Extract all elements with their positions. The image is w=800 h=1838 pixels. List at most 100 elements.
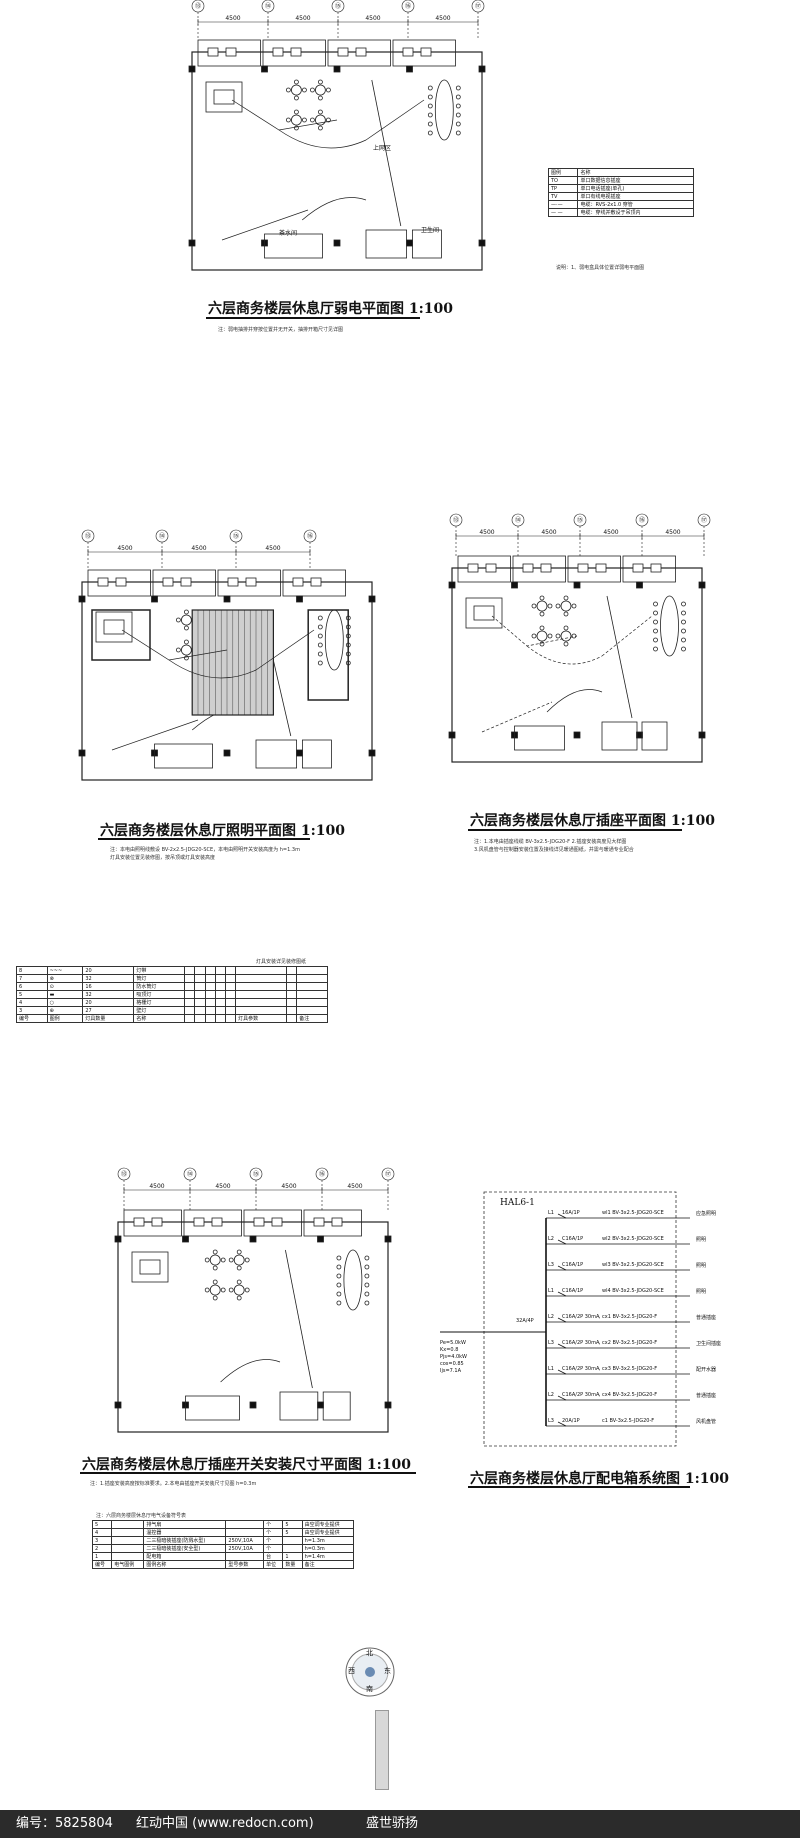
panel-breaker-symbol [557, 1343, 567, 1349]
desk [595, 563, 607, 573]
socket-legend-cell: 图例名称 [143, 1560, 227, 1569]
dimension-label: 4500 [347, 1183, 362, 1190]
chair [563, 625, 569, 631]
round-table [209, 1284, 221, 1296]
socket-note-2: 3.风机盘管与控制器安装位置及接线详见暖通图纸，并需与暖通专业配合 [474, 847, 634, 853]
round-table [536, 600, 548, 612]
desk [485, 563, 497, 573]
desk [225, 47, 237, 57]
panel-circuit-use: 照明 [696, 1263, 707, 1269]
chair [317, 633, 323, 639]
structural-column [223, 595, 231, 603]
panel-box-label: HAL6-1 [500, 1198, 535, 1208]
panel-circuit-use: 普通插座 [696, 1393, 717, 1399]
socket-legend-cell: 排气扇 [143, 1520, 227, 1529]
panel-circuit-phase: L2 [548, 1392, 554, 1398]
compass-north: 北 [366, 1649, 373, 1657]
dimension-label: 4500 [541, 529, 556, 536]
sofa-area [95, 611, 133, 643]
socket-title: 六层商务楼层休息厅插座平面图 1:100 [470, 813, 716, 829]
socket-legend-cell: 个 [263, 1528, 284, 1537]
restroom [365, 229, 407, 259]
lighting-legend-cell [224, 1014, 237, 1023]
outer-wall [191, 51, 483, 271]
office-room [123, 1209, 182, 1237]
panel-circuit-use: 配开水器 [696, 1367, 717, 1373]
chair [183, 609, 189, 615]
compass-rose [345, 1647, 395, 1697]
lighting-note-1: 注：本电由照明线敷设 BV-2x2.5-JDG20-SCE，本电由照明开关安装高… [110, 847, 300, 853]
lighting-note-2: 灯具安装位置见装修图，按吊顶或灯具安装高度 [110, 855, 216, 861]
footer-id: 编号：5825804 [16, 1816, 113, 1831]
chair [228, 1287, 234, 1293]
tea-room [514, 725, 565, 751]
panel-breaker-symbol [557, 1421, 567, 1427]
wiring-run [111, 719, 199, 751]
bar-counter [220, 1359, 281, 1383]
weak-current-note: 注：弱电抽排井穿按位置并无开关，抽排开箱尺寸见详图 [218, 327, 344, 333]
socket-note-1: 注：1.本电由插座线缆 BV-3x2.5-JDG20-F 2.插座安装高度见大样… [474, 839, 627, 845]
tea-room [154, 743, 213, 769]
socket-legend-cell: 由空调专业提供 [301, 1528, 355, 1537]
coffee-table [139, 1259, 161, 1275]
panel-diagram-drawing [440, 1191, 690, 1447]
chair [228, 1257, 234, 1263]
partition-wall [371, 79, 402, 227]
meeting-table [660, 595, 679, 657]
round-table [290, 114, 302, 126]
chair [427, 94, 433, 100]
chair [653, 628, 658, 634]
weak-current-title: 六层商务楼层休息厅弱电平面图 1:100 [208, 301, 454, 317]
wiring-run [601, 615, 653, 657]
chair [427, 112, 433, 118]
structural-column [448, 581, 456, 589]
panel-main-breaker: 32A/4P [516, 1318, 534, 1324]
structural-column [368, 595, 376, 603]
structural-column [78, 749, 86, 757]
panel-circuit-breaker: C16A/2P 30mA/ELM [562, 1314, 600, 1320]
socket-legend-footer: 编号电气图例图例名称型号参数单位数量备注 [91, 1560, 355, 1569]
panel-circuit-use: 卫生间插座 [696, 1341, 722, 1347]
panel-circuit-cable: wl1 BV-3x2.5-JDG20-SCE [602, 1210, 664, 1216]
chair [183, 639, 189, 645]
round-table [290, 84, 302, 96]
chair [236, 1295, 242, 1301]
socket-legend-cell: 二三极暗装插座(防溅水型) [143, 1536, 227, 1545]
panel-circuit-use: 普通插座 [696, 1315, 717, 1321]
axis-label: ⑰ [475, 2, 481, 10]
wiring-run [168, 659, 257, 679]
partition-wall [285, 1249, 313, 1389]
wiring-run [526, 645, 603, 665]
sofa-area [131, 1251, 169, 1283]
round-table [560, 630, 572, 642]
dimension-label: 4500 [603, 529, 618, 536]
desk [420, 47, 432, 57]
desk [313, 1217, 325, 1227]
chair [681, 610, 686, 616]
office-room [262, 39, 326, 67]
panel-circuit-breaker: C16A/2P 30mA/ELM [562, 1366, 600, 1372]
axis-label: ⑭ [265, 2, 271, 10]
desk [337, 47, 349, 57]
chair [455, 121, 461, 127]
coffee-table [473, 605, 495, 621]
chair [317, 79, 323, 85]
axis-label: ⑯ [639, 516, 645, 524]
structural-column [333, 65, 341, 73]
sofa-area [205, 81, 243, 113]
office-room [152, 569, 216, 597]
office-room [622, 555, 676, 583]
chair [455, 130, 461, 136]
round-table [233, 1254, 245, 1266]
chair [212, 1265, 218, 1271]
wiring-run [278, 129, 367, 149]
structural-column [249, 1401, 257, 1409]
chair [563, 611, 569, 617]
panel-circuit-cable: cx3 BV-3x2.5-JDG20-F [602, 1366, 658, 1372]
panel-circuit-phase: L3 [548, 1340, 554, 1346]
chair [653, 619, 658, 625]
structural-column [406, 65, 413, 73]
socket-legend-cell: 电气图例 [111, 1560, 145, 1569]
